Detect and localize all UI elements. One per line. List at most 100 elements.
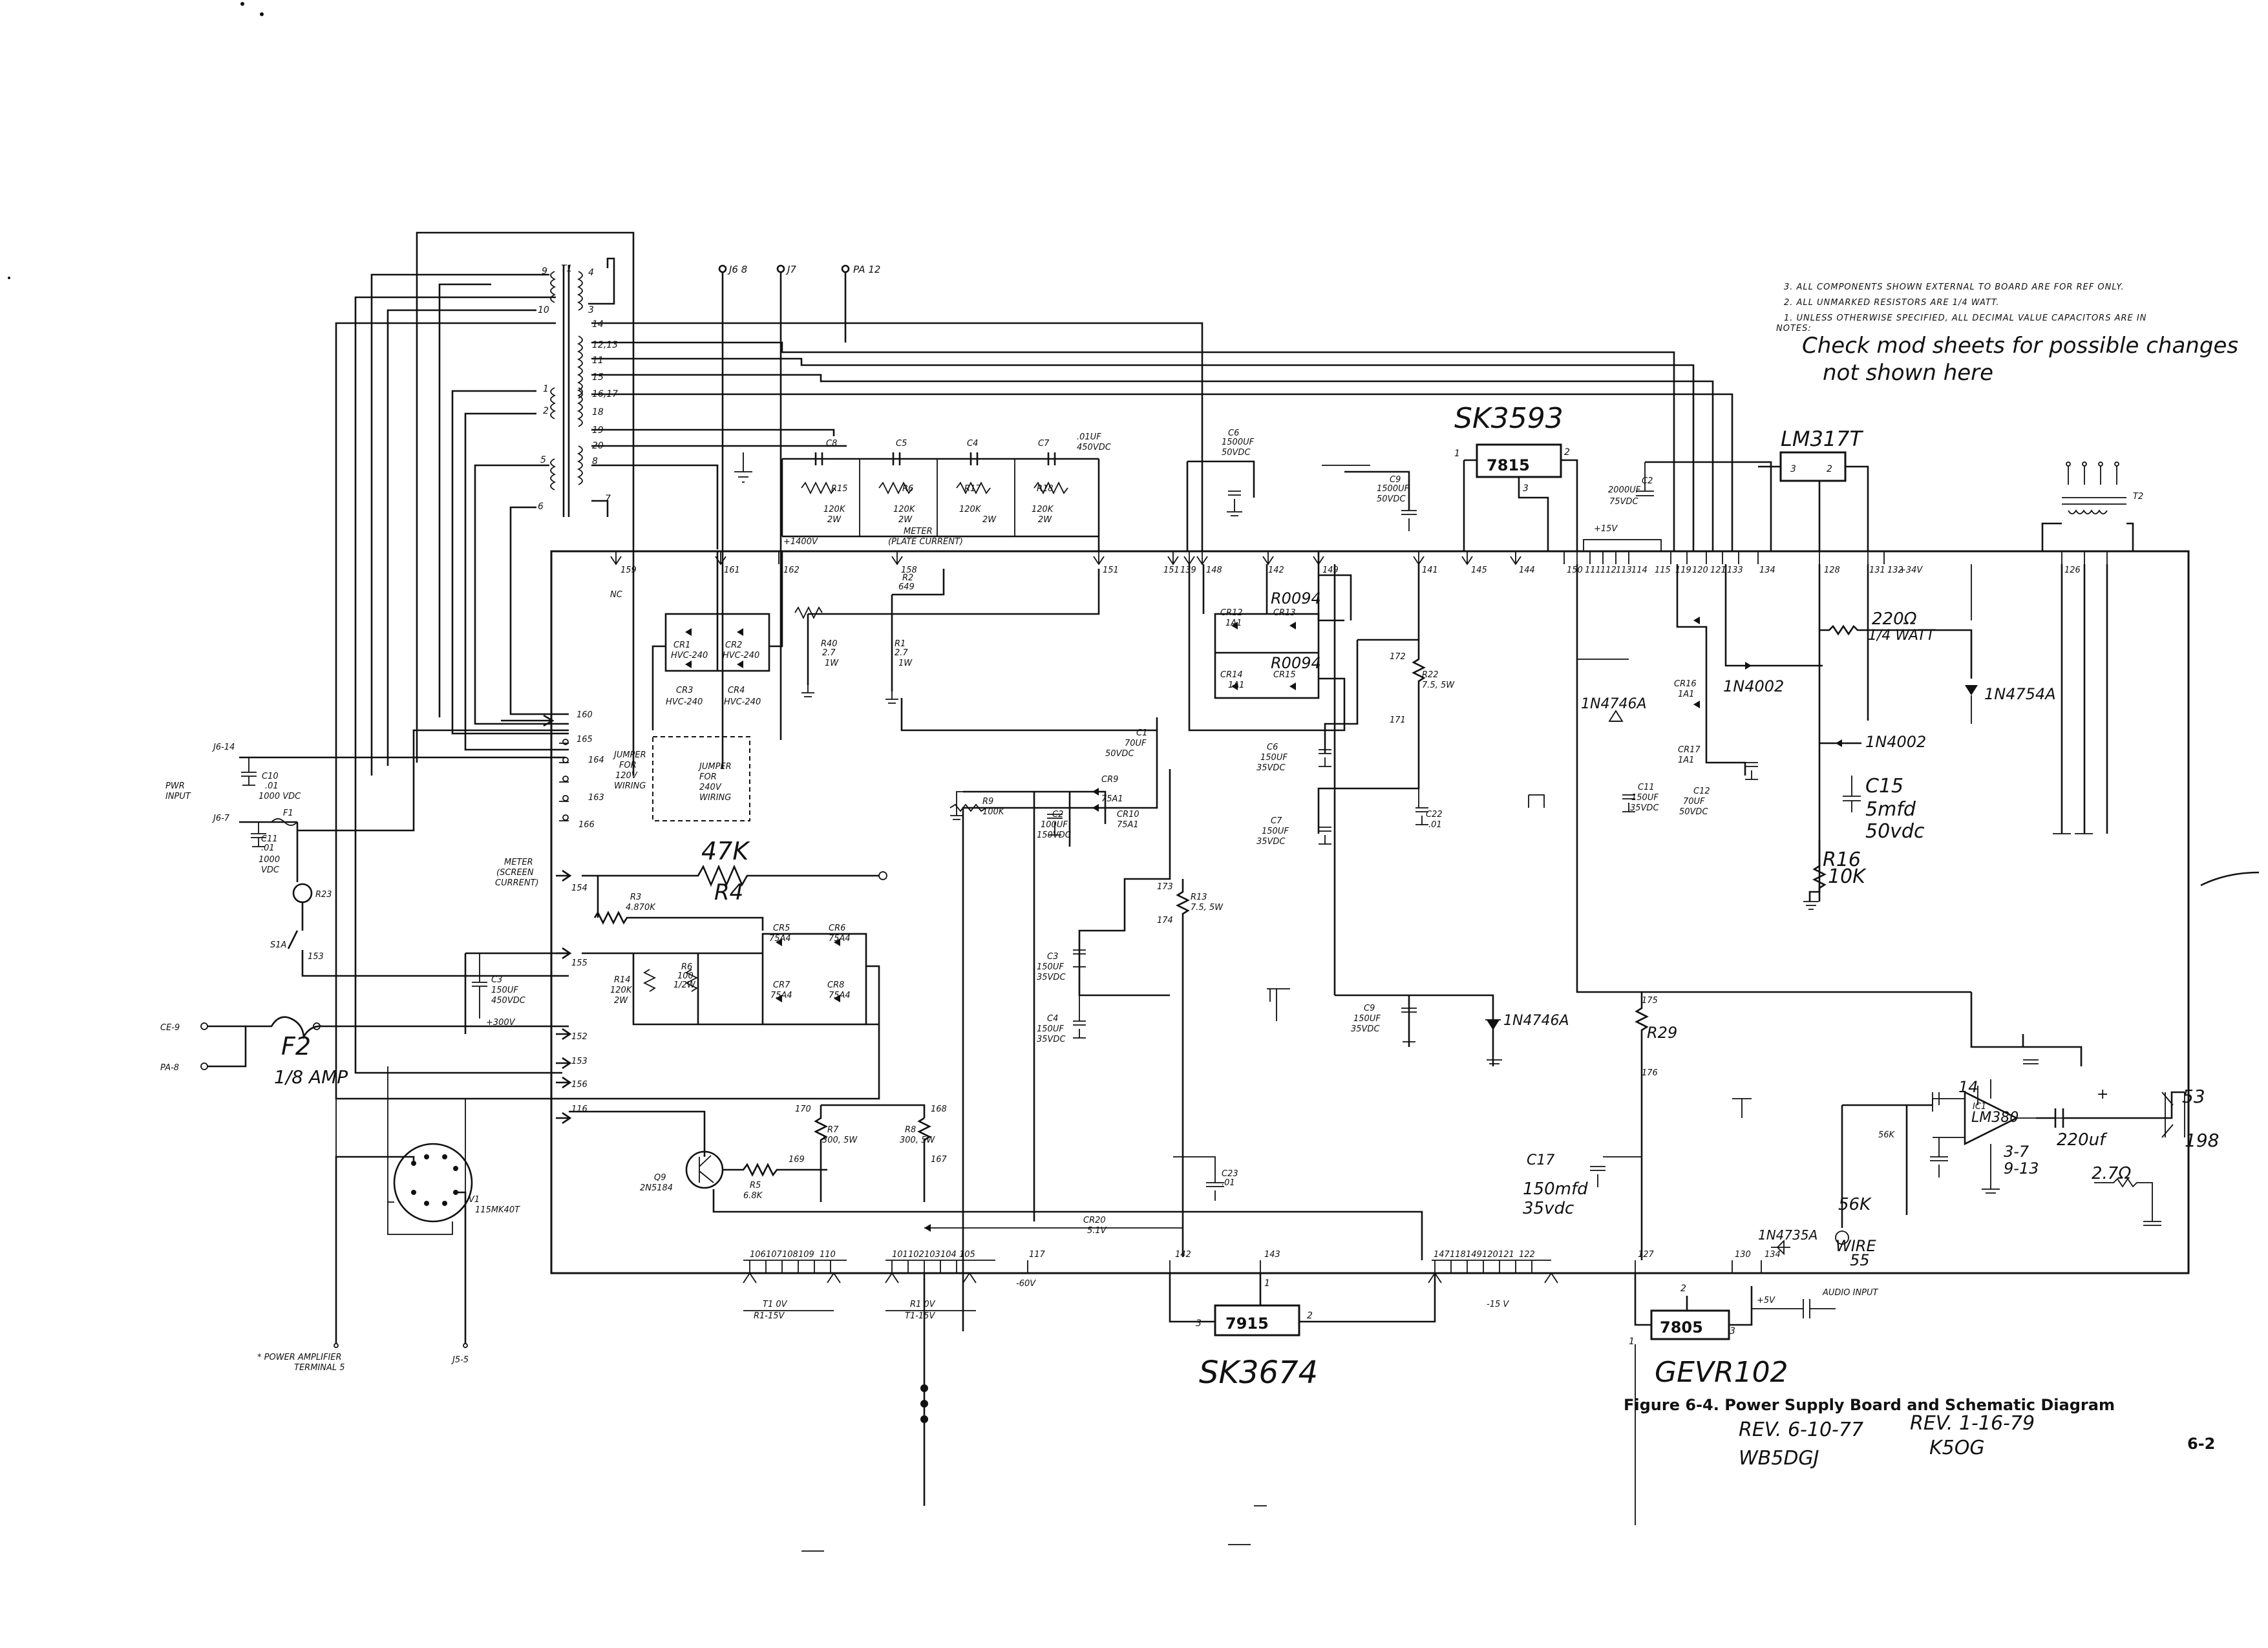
pin-150: 150 [1567,565,1583,575]
c11-name: C11 [261,834,278,844]
r1-value: 2.7 [895,648,908,658]
figure-caption: Figure 6-4. Power Supply Board and Schem… [1624,1396,2215,1470]
audio-amp-section: 175 R29 176 C17 150mfd 35vdc IC1 LM380 5… [1523,992,2219,1269]
c9b-value: 150UF [1353,1014,1381,1024]
c22-value: .01 [1428,820,1442,830]
c11b-voltage: 35VDC [1630,803,1659,813]
r40-watt: 1W [825,659,839,668]
pin-166: 166 [578,820,595,830]
r16-name: R16 [1823,849,1861,871]
cr2-name: CR2 [725,640,742,650]
pwr-input-1: PWR [165,781,185,791]
pin-134: 134 [1759,565,1775,575]
c17-voltage: 35vdc [1523,1199,1574,1218]
pin-163: 163 [588,793,604,803]
c2-name: C2 [1642,476,1653,486]
r1-watt: 1W [898,659,913,668]
pin-144: 144 [1519,565,1535,575]
r4-value: 47K [701,837,750,865]
pin-107: 107 [766,1250,783,1260]
c4-name: C4 [1047,1014,1058,1024]
u7815-label: 7815 [1487,456,1530,474]
r8-value: 300, 5W [900,1136,935,1145]
t1-pin-3: 3 [588,305,594,315]
r2-value: 649 [898,582,915,592]
s1a-pin: 153 [308,952,324,962]
d1n4002a-label: 1N4002 [1723,677,1784,695]
c11-v1: 1000 [259,855,280,865]
pin-148: 148 [1206,565,1222,575]
pin-130: 130 [1735,1250,1751,1260]
lm317t-pin3: 3 [1790,464,1796,474]
rev1-label: REV. 6-10-77 [1739,1419,1863,1441]
c9-name: C9 [1390,475,1401,485]
c15-name: C15 [1865,775,1903,798]
c9b-name: C9 [1364,1004,1375,1013]
c6-name: C6 [1228,428,1239,438]
cr8-name: CR8 [827,980,844,990]
pin-120: 120 [1692,565,1708,575]
u7805-label: 7805 [1660,1318,1703,1336]
pin-176: 176 [1642,1068,1658,1078]
cr14-name: CR14 [1220,670,1243,680]
meter-plate-label2: (PLATE CURRENT) [888,537,963,547]
pin-118: 118 [1450,1250,1466,1260]
c23-name: C23 [1222,1169,1238,1179]
pin-169: 169 [789,1155,805,1165]
pin-108: 108 [782,1250,798,1260]
cr10-name: CR10 [1117,810,1139,819]
pin-105: 105 [959,1250,975,1260]
handwritten-note-line2: not shown here [1823,360,1993,386]
pin-159: 159 [620,565,637,575]
r14-watt: 2W [614,996,628,1006]
minus15-label: -15 V [1487,1300,1509,1309]
pin-175: 175 [1642,996,1658,1006]
scan-speck [240,2,244,6]
u7915-pin3: 3 [1196,1318,1202,1329]
c7-voltage: 35VDC [1256,837,1286,847]
t1-pin-14: 14 [592,319,604,330]
f2-label: F2 [281,1032,311,1061]
u7805-pin1: 1 [1629,1336,1635,1347]
c7-value: .01UF [1077,432,1101,442]
q9-value: 2N5184 [640,1183,673,1193]
c2-value: 2000UF [1608,485,1641,495]
cr17-value: 1A1 [1678,755,1694,765]
bottom-pin-ticks [743,1260,1762,1284]
r5-value: 6.8K [743,1191,763,1201]
jumper240-1: JUMPER [697,762,732,772]
r56k-small: 56K [1878,1130,1896,1140]
regulator-7915: 7915 3 2 1 SK3674 [1169,1273,1436,1391]
pin-165: 165 [577,735,593,745]
r14-value: 120K [610,986,633,995]
jumper120-1: JUMPER [612,750,646,760]
c23-value: .01 [1222,1178,1235,1188]
m60-label: -60V [1016,1279,1036,1289]
u7915-pin1: 1 [1264,1278,1270,1289]
cr5-value: 75A4 [769,934,791,944]
pin-174: 174 [1157,916,1173,925]
r220-value: 220Ω [1872,609,1917,629]
pin-171: 171 [1390,715,1406,725]
c8-label: C8 [826,439,837,449]
c12-voltage: 50VDC [1679,807,1708,817]
t1-label: T1 [561,264,572,274]
r17-value: 120K [959,505,982,514]
bias-bridge: CR12 CR13 1A1 R0094 CR14 CR15 1A1 R0094 … [1186,428,1346,732]
pin-113: 113 [1616,565,1632,575]
j6-8-label: J6 8 [727,264,747,275]
t1-pin-9: 9 [542,266,547,277]
pin-122: 122 [1519,1250,1535,1260]
resistor-row [801,481,1068,495]
cr15-value: R0094 [1271,654,1321,672]
cr6-name: CR6 [829,924,845,933]
pin-128: 128 [1824,565,1840,575]
c6b-voltage: 35VDC [1256,763,1286,773]
lm317t-label: LM317T [1781,427,1864,451]
pin-116: 116 [571,1104,588,1114]
socket-name: V1 [469,1195,480,1205]
cr4-name: CR4 [728,686,745,695]
pin-164: 164 [588,755,604,765]
scan-speck [8,277,10,279]
pin-111: 111 [1585,565,1601,575]
